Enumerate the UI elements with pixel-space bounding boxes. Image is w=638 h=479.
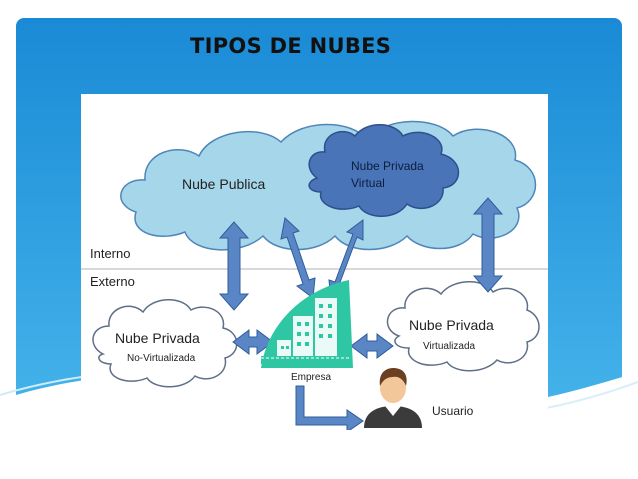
private-virtual-cloud-shape [308,124,460,217]
private-nonvirtual-cloud-title: Nube Privada [115,330,200,346]
private-nonvirtual-cloud-subtitle: No-Virtualizada [127,353,196,364]
zone-label-externo: Externo [90,274,135,289]
user-label: Usuario [432,404,474,418]
company-building-icon [261,280,353,368]
private-virtual-cloud-label-1: Nube Privada [351,159,424,173]
public-cloud-label: Nube Publica [182,176,266,192]
private-virtualized-cloud-subtitle: Virtualizada [423,341,476,352]
private-virtualized-cloud-shape [386,281,540,372]
slide-title: TIPOS DE NUBES [190,34,392,58]
private-virtual-cloud-label-2: Virtual [351,176,385,190]
arrow-public-to-virtualized [472,197,504,293]
arrow-company-to-virtualized [350,333,394,359]
zone-label-interno: Interno [90,246,131,261]
user-avatar-icon [364,368,422,428]
arrow-public-to-nonvirtual [218,221,250,311]
company-label: Empresa [291,372,332,383]
arrow-company-to-user [295,385,364,430]
cloud-types-diagram: Interno Externo Nube Publica Nube Privad… [81,94,548,430]
private-virtualized-cloud-title: Nube Privada [409,317,494,333]
